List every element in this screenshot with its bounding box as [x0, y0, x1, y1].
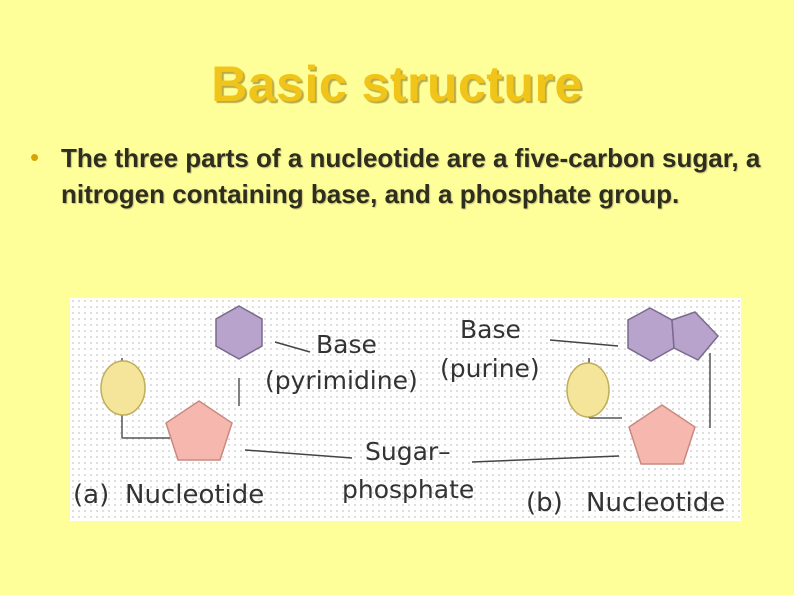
purine-base-pentagon [671, 311, 720, 361]
panel-b-phosphate-shape [566, 362, 610, 418]
label-panel-a-name: Nucleotide [125, 480, 264, 510]
panel-a-nucleotide [100, 305, 353, 461]
label-base-purine-1: Base [460, 315, 521, 344]
panel-b-sugar-shape [628, 404, 696, 465]
label-base-pyrimidine-2: (pyrimidine) [265, 366, 418, 395]
purine-base-hexagon [627, 307, 675, 362]
label-panel-b-letter: (b) [526, 488, 563, 518]
pyrimidine-pointer-line [274, 341, 311, 353]
bullet-dot-icon: • [30, 142, 40, 172]
label-base-purine-2: (purine) [440, 354, 540, 383]
nucleotide-diagram: Base (pyrimidine) Base (purine) Sugar– p… [70, 298, 741, 521]
panel-a-phosphate-shape [100, 360, 146, 416]
bullet-text: The three parts of a nucleotide are a fi… [61, 143, 761, 209]
label-sugar-phosphate-2: phosphate [342, 475, 474, 504]
panel-b-nucleotide [471, 307, 720, 465]
purine-pointer-line [549, 339, 619, 347]
panel-a-sugar-shape [165, 400, 233, 461]
slide-title: Basic structure [211, 56, 583, 112]
label-base-pyrimidine-1: Base [316, 330, 377, 359]
bullet-point: • The three parts of a nucleotide are a … [30, 140, 770, 212]
nucleotide-diagram-svg: Base (pyrimidine) Base (purine) Sugar– p… [73, 305, 725, 518]
panel-a-sugar-pointer-line [244, 449, 353, 459]
label-panel-b-name: Nucleotide [586, 488, 725, 518]
label-panel-a-letter: (a) [73, 480, 109, 510]
label-sugar-phosphate-1: Sugar– [365, 437, 451, 466]
pyrimidine-base-shape [215, 305, 263, 360]
panel-b-sugar-pointer-line [471, 455, 620, 463]
